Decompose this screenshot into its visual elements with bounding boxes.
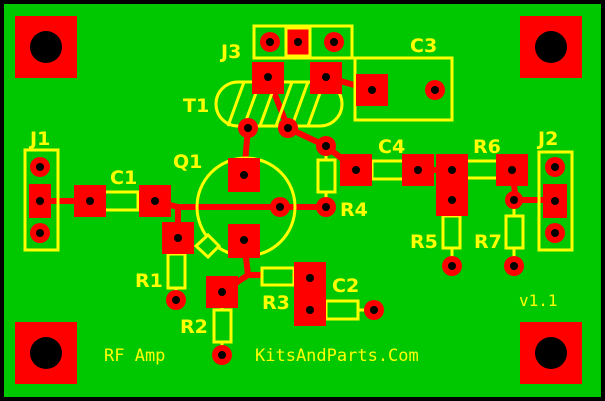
- label-j3: J3: [219, 41, 241, 63]
- drill-holes: [36, 38, 559, 359]
- label-t1: T1: [183, 95, 209, 117]
- label-j2: J2: [536, 128, 558, 150]
- label-c3: C3: [410, 35, 437, 57]
- board-name-label: RF Amp: [104, 346, 165, 366]
- label-r7: R7: [474, 231, 502, 253]
- label-j1: J1: [28, 128, 50, 150]
- label-c1: C1: [110, 167, 137, 189]
- label-r4: R4: [340, 199, 368, 221]
- label-r2: R2: [180, 316, 208, 338]
- j1-outline: [23, 148, 60, 252]
- label-c4: C4: [378, 136, 405, 158]
- label-r6: R6: [473, 136, 501, 158]
- label-r1: R1: [135, 270, 163, 292]
- j2-outline: [537, 150, 574, 252]
- label-c2: C2: [332, 275, 359, 297]
- reference-designators: J1 J2 J3 C3 T1 Q1 C1 C4 R6 R4 R5 R7 R1 R…: [28, 35, 558, 338]
- silkscreen-outlines: [23, 24, 574, 344]
- board-brand-label: KitsAndParts.Com: [255, 346, 419, 366]
- mounting-holes: [15, 16, 582, 384]
- c3-outline: [353, 56, 454, 122]
- label-r3: R3: [262, 292, 290, 314]
- board-version-label: v1.1: [519, 291, 558, 310]
- label-r5: R5: [410, 231, 438, 253]
- label-q1: Q1: [173, 151, 202, 173]
- j3-outline: [252, 24, 354, 60]
